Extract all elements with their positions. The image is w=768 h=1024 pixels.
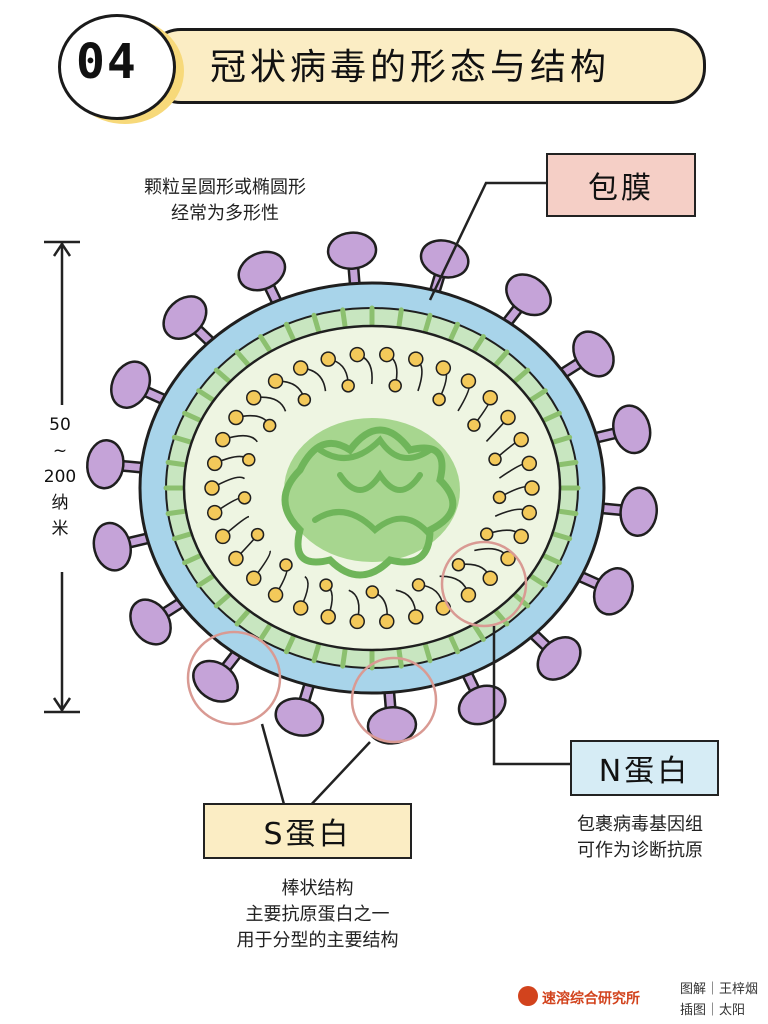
n-note-line-1: 包裹病毒基因组 [577,814,703,835]
page-title: 冠状病毒的形态与结构 [210,47,611,88]
n-protein [206,491,252,521]
n-protein [451,557,498,587]
n-protein [246,389,287,412]
s-protein-highlight-right [350,656,438,744]
n-protein [204,476,246,496]
particle-note-line-1: 颗粒呈圆形或椭圆形 [144,177,306,198]
n-protein [379,346,402,393]
envelope-label-box: 包膜 [546,153,696,217]
spike-protein [497,273,552,334]
n-protein-note: 包裹病毒基因组 可作为诊断抗原 [555,812,725,864]
n-protein [485,409,516,442]
n-protein [267,558,293,603]
n-protein [494,504,538,521]
scale-unit-2: 米 [51,519,69,539]
particle-note-line-2: 经常为多形性 [171,203,279,224]
s-protein-label-box: S蛋白 [203,803,412,859]
n-protein [246,550,271,587]
scale-max: 200 [43,467,77,487]
scale-unit-1: 纳 [51,493,69,513]
credit-illustration-by: 插图｜太阳 [680,1003,746,1018]
n-protein [228,409,277,433]
s-note-line-3: 用于分型的主要结构 [236,930,399,951]
n-proteins [204,346,540,630]
envelope-label: 包膜 [588,171,654,206]
spike-protein [162,295,221,353]
spike-protein [551,330,615,383]
n-protein-highlight [440,540,528,628]
credit-text-by: 图解｜王梓烟 [680,982,759,997]
n-protein [292,575,309,616]
n-protein [267,373,312,407]
spike-protein [366,679,418,745]
n-protein [215,515,250,545]
n-protein [467,389,498,432]
section-number: 04 [76,34,138,90]
brand-name: 速溶综合研究所 [542,991,640,1007]
n-protein [474,547,516,567]
s-protein-leader-line [260,723,371,810]
s-note-line-2: 主要抗原蛋白之一 [245,904,390,925]
n-protein [488,431,529,467]
n-protein [206,453,256,472]
s-protein-highlight-left [186,630,282,726]
n-protein-label-box: N蛋白 [570,740,719,796]
envelope-leader-line [428,181,546,301]
n-protein [215,431,258,448]
spike-protein [129,593,193,646]
s-note-line-1: 棒状结构 [281,878,354,899]
scale-tilde: ~ [52,441,68,461]
n-protein [228,527,265,567]
rna-genome [281,418,460,579]
n-protein [349,346,373,385]
n-protein [439,575,477,603]
n-protein [395,589,424,625]
n-protein [498,455,538,479]
s-protein-note: 棒状结构 主要抗原蛋白之一 用于分型的主要结构 [200,876,435,954]
n-protein [292,360,327,392]
scale-label: 50 ~ 200 纳 米 [40,412,80,542]
particle-shape-note: 颗粒呈圆形或椭圆形 经常为多形性 [110,175,340,227]
membrane-proteins [163,305,581,671]
title-banner [145,28,706,104]
brand-logo-icon [518,986,538,1006]
n-protein [408,351,424,392]
section-number-badge [58,14,176,120]
n-protein [479,527,529,545]
scale-bar [44,240,80,714]
n-protein-leader-line [492,626,570,766]
n-note-line-2: 可作为诊断抗原 [577,840,703,861]
spike-protein [523,623,582,681]
n-protein [411,578,452,616]
n-protein [432,360,452,407]
n-protein [348,589,365,630]
n-protein [492,480,540,505]
n-protein-label: N蛋白 [598,754,691,789]
n-protein [320,351,355,393]
n-protein [365,585,395,630]
scale-min: 50 [49,415,71,435]
n-protein [457,373,477,412]
s-protein-label: S蛋白 [263,817,352,852]
n-protein [319,578,336,625]
